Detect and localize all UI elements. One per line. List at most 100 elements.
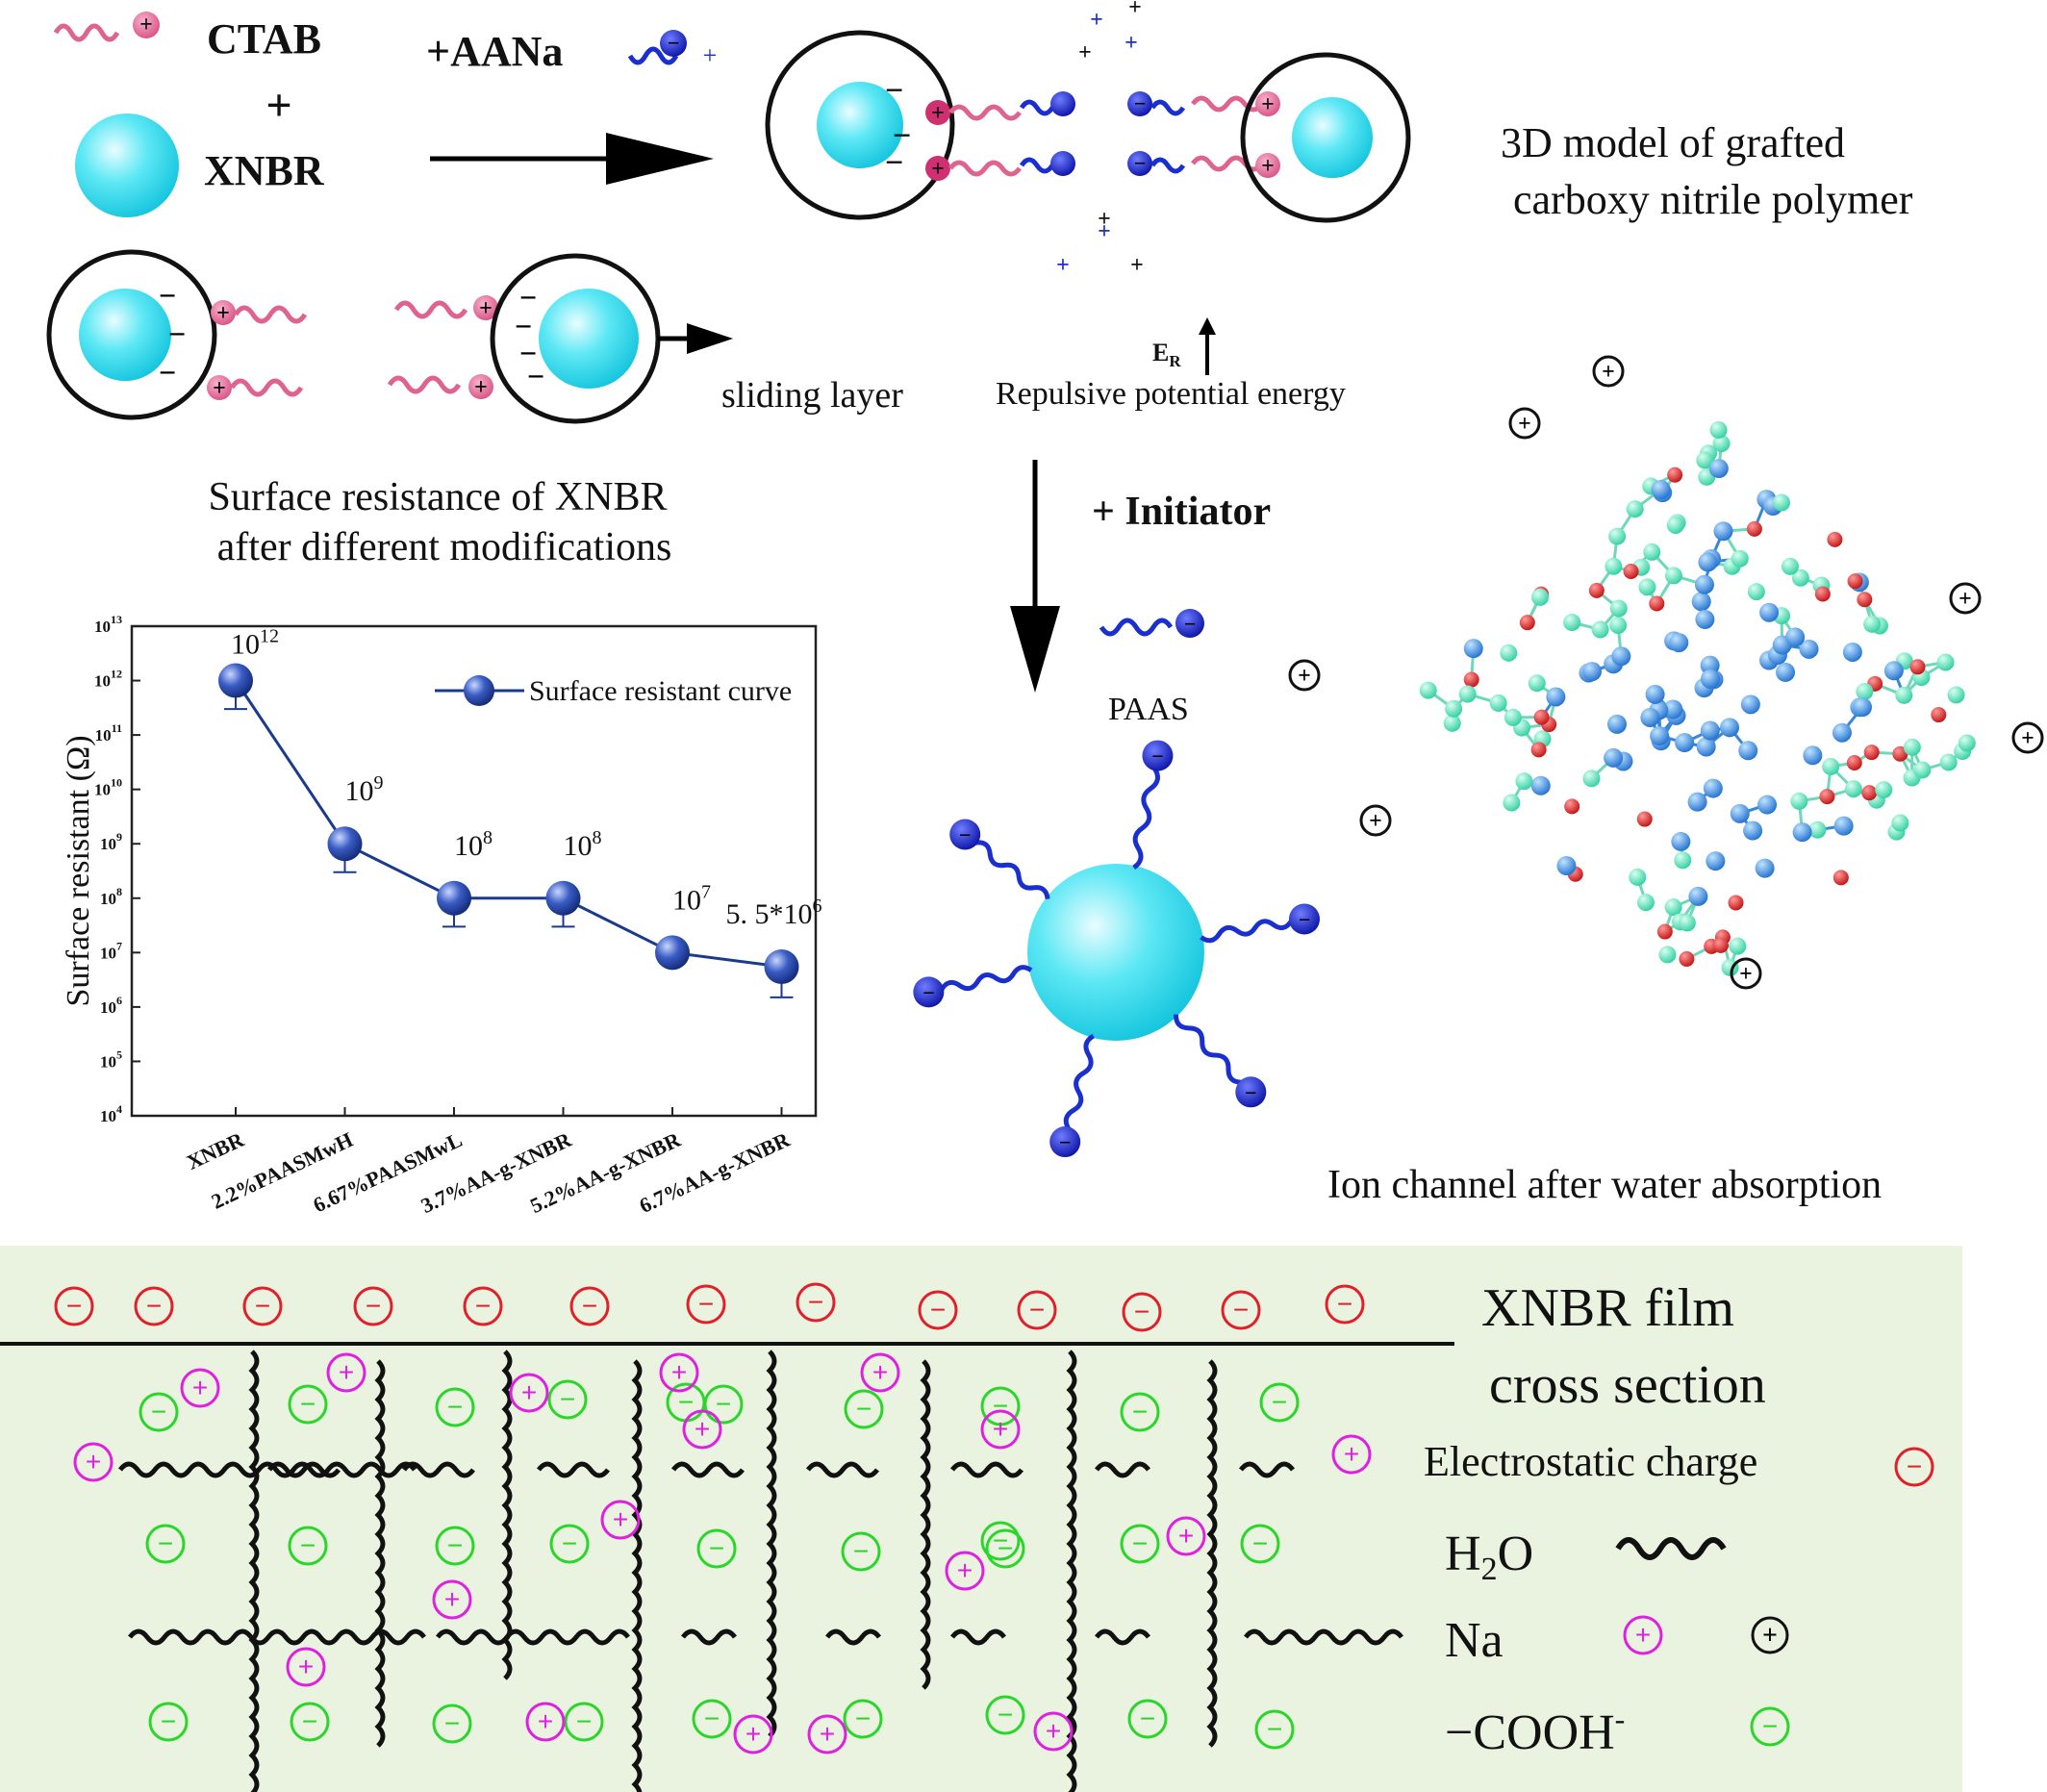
oxygen-atom	[1931, 707, 1947, 723]
legend-label: Surface resistant curve	[529, 675, 792, 707]
data-label: 109	[345, 772, 384, 807]
water-chain	[671, 1461, 745, 1478]
carbon-atom	[1608, 527, 1627, 545]
cooh-anion-symbol: −	[1272, 1387, 1287, 1417]
svg-text:+: +	[2021, 726, 2034, 751]
carbon-atom	[1563, 614, 1581, 632]
cooh-anion-symbol: −	[853, 1536, 869, 1566]
cooh-anion	[1259, 1382, 1300, 1423]
ctab-tail	[53, 23, 120, 42]
carbon-atom	[1605, 557, 1623, 575]
cooh-anion	[980, 1386, 1021, 1426]
data-label-base: 10	[454, 830, 483, 862]
model-cations: + + + + + + +	[1288, 355, 2044, 990]
neg-charge: −	[885, 73, 903, 109]
oxygen-atom	[1679, 950, 1695, 967]
na-cation	[180, 1368, 220, 1408]
paas-head	[1049, 1126, 1081, 1158]
neg-charge: −	[1151, 745, 1164, 769]
na-cation-symbol: +	[872, 1357, 888, 1387]
cooh-anion	[290, 1702, 330, 1742]
model-3d-caption-1: 3D model of grafted	[1501, 119, 1845, 166]
carbon-atom	[1419, 681, 1437, 699]
water-chain	[402, 1461, 475, 1478]
sliding-arrow-head	[687, 323, 733, 354]
surface-charge-symbol: −	[66, 1291, 82, 1321]
neg-charge: −	[159, 355, 176, 390]
carbon-atom	[1863, 615, 1882, 633]
cooh-anion-symbol: −	[302, 1706, 317, 1736]
film-title-1: XNBR film	[1481, 1278, 1734, 1338]
y-tick-label: 1011	[95, 721, 122, 745]
paas-head	[1288, 903, 1320, 935]
carbon-atom	[1489, 694, 1507, 712]
aa-tail	[1150, 157, 1186, 174]
surface-charge-symbol: −	[582, 1291, 597, 1321]
ctab-head	[1255, 91, 1280, 116]
cooh-anion-symbol: −	[161, 1706, 176, 1736]
surface-charge	[242, 1286, 283, 1326]
na-cation	[980, 1409, 1021, 1450]
surface-charge	[918, 1290, 958, 1330]
data-label: 108	[454, 827, 493, 862]
oxygen-atom	[1463, 671, 1479, 688]
carbon-atom	[1528, 674, 1546, 693]
polymer-atom	[1582, 662, 1603, 682]
y-tick-exp: 12	[111, 668, 122, 681]
surface-charge	[796, 1282, 836, 1323]
na-cation	[860, 1352, 900, 1393]
surface-charge-symbol: −	[698, 1289, 714, 1319]
na-cation	[600, 1500, 641, 1540]
na-cation-symbol: +	[1046, 1716, 1061, 1746]
polymer-atom	[1640, 707, 1660, 727]
carbon-atom	[1731, 549, 1749, 568]
aana-head-charge: −	[668, 31, 680, 55]
neg-charge: −	[959, 822, 972, 846]
h2o-legend-label: H2O	[1445, 1527, 1533, 1587]
cross-section-panel	[0, 1246, 1962, 1792]
left-particle-core	[817, 82, 903, 168]
y-tick-exp: 13	[111, 613, 122, 626]
na-cation	[286, 1647, 326, 1687]
ctab-head	[211, 300, 236, 325]
na-cation-symbol: +	[538, 1706, 553, 1736]
water-chain	[537, 1461, 610, 1478]
ctab-head-charge: +	[139, 13, 153, 38]
sliding-layer-pair: − − − + + + + − − − −	[46, 249, 733, 424]
cooh-anion	[435, 1387, 475, 1427]
cooh-anion-symbol: −	[1252, 1528, 1268, 1558]
cooh-anion	[288, 1526, 328, 1566]
repulsive-label: Repulsive potential energy	[996, 376, 1346, 412]
chart-title-line2: after different modifications	[217, 525, 672, 569]
svg-text:+: +	[1518, 412, 1531, 437]
paas-chain	[1063, 1033, 1096, 1130]
cooh-anion	[1120, 1392, 1160, 1432]
aana-head	[660, 30, 687, 57]
ctab-tail	[1191, 155, 1264, 172]
ctab-tail	[948, 160, 1022, 177]
na-cation	[807, 1714, 847, 1754]
carbon-atom	[1856, 682, 1874, 700]
cation-symbol: +	[1359, 804, 1392, 837]
na-ion: +	[1125, 31, 1138, 56]
carbon-atom	[1666, 517, 1684, 535]
cooh-anion-symbol: −	[704, 1704, 720, 1733]
carbon-atom	[1636, 894, 1655, 912]
left-particle-shell	[765, 30, 955, 220]
oxygen-atom	[1861, 785, 1878, 801]
pos-charge: +	[474, 375, 488, 400]
y-tick-label: 1012	[94, 668, 122, 691]
polymer-atom	[1700, 720, 1720, 741]
cation-symbol: +	[1508, 407, 1541, 440]
surface-charge-symbol: −	[930, 1295, 946, 1325]
legend-cooh-symbol	[1750, 1706, 1790, 1747]
y-tick-label: 108	[100, 885, 122, 908]
na-cation	[682, 1409, 722, 1450]
cooh-anion-symbol: −	[560, 1384, 575, 1414]
neg-charge: −	[922, 980, 935, 1004]
surface-charge	[569, 1286, 610, 1326]
na-ion: +	[1090, 8, 1103, 33]
y-tick-exp: 7	[116, 939, 122, 952]
svg-text:+: +	[1739, 962, 1753, 987]
neg-charge: −	[1134, 91, 1147, 115]
